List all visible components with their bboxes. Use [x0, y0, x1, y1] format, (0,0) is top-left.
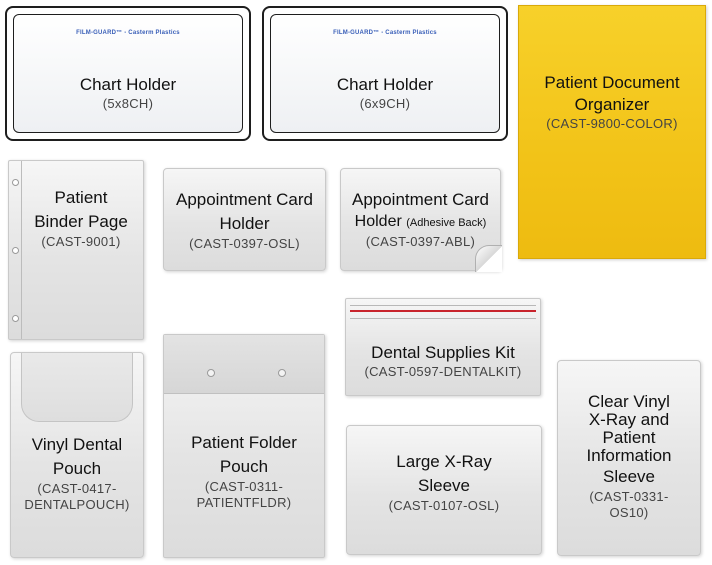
- product-name-line1: Patient Folder: [191, 433, 297, 452]
- chart-holder-5x8-sleeve: [13, 14, 243, 133]
- product-name-line1: Clear Vinyl: [588, 392, 670, 411]
- clear-vinyl-sleeve-card[interactable]: Clear Vinyl X-Ray and Patient Informatio…: [557, 360, 701, 556]
- product-sku-line1: (CAST-0417-: [37, 481, 117, 496]
- dental-kit-label: Dental Supplies Kit (CAST-0597-DENTALKIT…: [346, 342, 540, 380]
- pouch-flap: [21, 353, 133, 422]
- product-name-line2: Sleeve: [418, 476, 470, 495]
- product-name-line1: Appointment Card: [351, 190, 490, 209]
- brand-label: FILM-GUARD™ - Casterm Plastics: [76, 30, 180, 36]
- product-sku: (CAST-0597-DENTALKIT): [364, 364, 522, 379]
- product-name-line2: Pouch: [52, 459, 102, 478]
- patient-document-organizer-card[interactable]: Patient Document Organizer (CAST-9800-CO…: [518, 5, 706, 259]
- peeled-corner-icon: [475, 245, 502, 272]
- product-name-note: (Adhesive Back): [406, 217, 487, 229]
- product-name-line2: Holder (Adhesive Back): [341, 211, 500, 234]
- chart-holder-6x9-sleeve: [270, 14, 500, 133]
- product-name-line2: Pouch: [219, 457, 269, 476]
- product-sku: (CAST-0397-ABL): [365, 234, 476, 249]
- product-name-line1: Patient Document: [544, 73, 680, 92]
- binder-hole: [12, 247, 19, 254]
- binder-strip: [21, 161, 22, 339]
- product-sku: (CAST-0107-OSL): [388, 498, 500, 513]
- product-name-line2: Holder: [219, 214, 270, 233]
- binder-page-label: Patient Binder Page (CAST-9001): [9, 186, 143, 250]
- product-name-line2-text: Holder: [354, 213, 402, 230]
- appointment-card-label: Appointment Card Holder (CAST-0397-OSL): [164, 188, 325, 252]
- product-sku: (CAST-9800-COLOR): [546, 116, 678, 131]
- chart-holder-6x9-card[interactable]: FILM-GUARD™ - Casterm Plastics Chart Hol…: [262, 6, 508, 141]
- folder-flap: [164, 335, 324, 394]
- product-sku: (5x8CH): [102, 96, 154, 111]
- vinyl-dental-pouch-card[interactable]: Vinyl Dental Pouch (CAST-0417- DENTALPOU…: [10, 352, 144, 558]
- appointment-card-adhesive-card[interactable]: Appointment Card Holder (Adhesive Back) …: [340, 168, 502, 272]
- product-name: Dental Supplies Kit: [371, 343, 515, 362]
- dental-pouch-label: Vinyl Dental Pouch (CAST-0417- DENTALPOU…: [11, 433, 143, 513]
- clear-vinyl-label: Clear Vinyl X-Ray and Patient Informatio…: [558, 393, 700, 521]
- product-sku-line2: DENTALPOUCH): [24, 497, 130, 512]
- binder-hole: [12, 179, 19, 186]
- brand-label: FILM-GUARD™ - Casterm Plastics: [333, 30, 437, 36]
- product-name-line1: Appointment Card: [175, 190, 314, 209]
- zip-seal: [350, 305, 536, 319]
- patient-binder-page-card[interactable]: Patient Binder Page (CAST-9001): [8, 160, 144, 340]
- chart-holder-5x8-card[interactable]: FILM-GUARD™ - Casterm Plastics Chart Hol…: [5, 6, 251, 141]
- snap-button-icon: [207, 369, 215, 377]
- xray-sleeve-label: Large X-Ray Sleeve (CAST-0107-OSL): [347, 450, 541, 514]
- product-sku-line1: (CAST-0311-: [204, 479, 284, 494]
- product-sku-line2: PATIENTFLDR): [196, 495, 292, 510]
- appointment-card-adhesive-label: Appointment Card Holder (Adhesive Back) …: [341, 189, 500, 250]
- product-sku: (6x9CH): [359, 96, 411, 111]
- product-name: Chart Holder: [336, 75, 434, 94]
- folder-pouch-label: Patient Folder Pouch (CAST-0311- PATIENT…: [164, 431, 324, 511]
- product-name-line1: Patient: [54, 188, 108, 207]
- binder-hole: [12, 315, 19, 322]
- patient-folder-pouch-card[interactable]: Patient Folder Pouch (CAST-0311- PATIENT…: [163, 334, 325, 558]
- product-name-line2: X-Ray and: [588, 410, 670, 429]
- dental-supplies-kit-card[interactable]: Dental Supplies Kit (CAST-0597-DENTALKIT…: [345, 298, 541, 396]
- chart-holder-6x9-label: Chart Holder (6x9CH): [264, 74, 506, 112]
- organizer-label: Patient Document Organizer (CAST-9800-CO…: [519, 72, 705, 132]
- product-name-line3: Patient: [602, 428, 656, 447]
- product-sku-line1: (CAST-0331-: [589, 489, 669, 504]
- product-name-line5: Sleeve: [603, 467, 655, 486]
- product-name-line2: Organizer: [574, 95, 650, 114]
- product-sku: (CAST-9001): [41, 234, 121, 249]
- product-name-line4: Information: [586, 446, 672, 465]
- product-name-line1: Vinyl Dental: [31, 435, 123, 454]
- appointment-card-holder-card[interactable]: Appointment Card Holder (CAST-0397-OSL): [163, 168, 326, 271]
- product-name-line2: Binder Page: [34, 212, 128, 231]
- large-xray-sleeve-card[interactable]: Large X-Ray Sleeve (CAST-0107-OSL): [346, 425, 542, 555]
- product-name: Chart Holder: [79, 75, 177, 94]
- product-sku-line2: OS10): [609, 505, 649, 520]
- chart-holder-5x8-label: Chart Holder (5x8CH): [7, 74, 249, 112]
- product-sku: (CAST-0397-OSL): [189, 236, 300, 251]
- product-name-line1: Large X-Ray: [396, 452, 492, 471]
- snap-button-icon: [278, 369, 286, 377]
